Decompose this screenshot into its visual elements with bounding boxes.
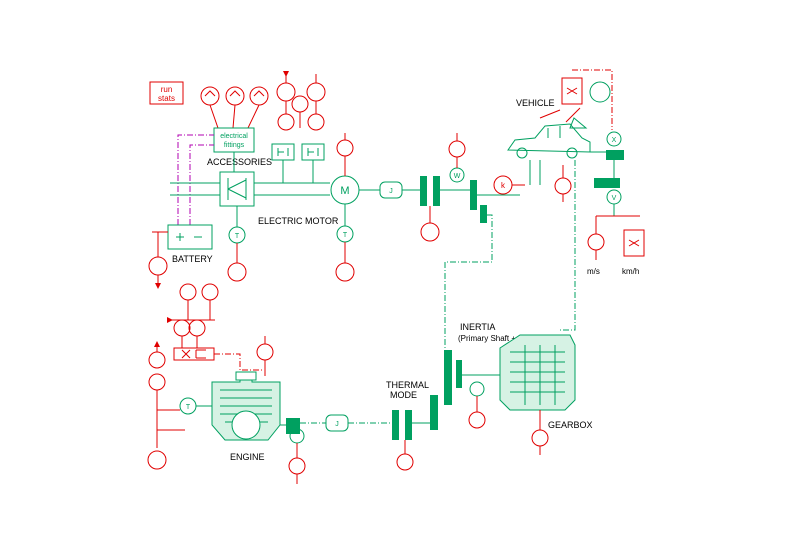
gear-pair-lower[interactable] [430, 350, 462, 430]
vehicle-slope-triangle [569, 117, 588, 129]
motor-torque-output [335, 262, 355, 282]
vehicle-axle [529, 160, 541, 185]
upper-to-lower-link [444, 214, 493, 360]
gear-pair-upper[interactable] [470, 180, 487, 223]
electric-motor-label: ELECTRIC MOTOR [258, 216, 339, 226]
run-stats-line1: run [161, 85, 173, 94]
motor-inertia[interactable]: J [379, 181, 403, 199]
electric-motor[interactable]: M [330, 175, 360, 205]
inertia-sublabel: (Primary Shaft + Motor Eq.) [458, 334, 556, 343]
speed-ms-sensor [587, 233, 605, 251]
electric-wire-1 [177, 134, 214, 225]
engine-left-links [156, 390, 185, 448]
motor-inertia-symbol: J [389, 188, 393, 195]
engine-control-sensors [167, 283, 219, 348]
vehicle-coupling [606, 150, 624, 160]
gearbox-command [531, 429, 549, 447]
vehicle-x-symbol: X [612, 137, 617, 144]
speed-ms-label: m/s [587, 267, 600, 276]
inverter-t-symbol: T [235, 233, 240, 240]
run-stats-line2: stats [158, 94, 175, 103]
inverter-gain-sensor [227, 262, 247, 282]
engine-top-sensor [256, 343, 274, 361]
vehicle-coupling-lower [594, 178, 620, 188]
engine-inertia-symbol: J [335, 421, 339, 428]
electrical-fittings-label1: electrical [220, 133, 248, 140]
run-stats-button[interactable]: run stats [149, 81, 184, 105]
engine-control-symbol [181, 349, 206, 359]
battery-label: BATTERY [172, 254, 213, 264]
battery-sensor [148, 256, 168, 276]
hc-blocks[interactable] [271, 143, 325, 161]
engine-block[interactable] [211, 371, 281, 441]
engine-throttle-input [148, 351, 166, 369]
vehicle-to-gearbox-link [560, 160, 576, 331]
electrical-fittings-label2: fittings [224, 142, 245, 149]
engine-speed-sensor [148, 373, 166, 391]
engine-t-symbol: T [186, 404, 191, 411]
thermal-mode-label2: MODE [390, 390, 417, 400]
inertia-label: INERTIA [460, 322, 495, 332]
speed-kmh-x [628, 239, 640, 247]
power-bus [170, 182, 330, 196]
inverter-block[interactable] [219, 171, 255, 207]
vehicle-wind-sensor [589, 81, 611, 103]
engine-flywheel [286, 418, 300, 434]
vehicle-position-link [572, 69, 613, 130]
thermal-clutch-command [396, 453, 414, 471]
vehicle-v-symbol: V [612, 195, 617, 202]
battery-sensor-link [152, 231, 168, 257]
speed-kmh-label: km/h [622, 267, 639, 276]
accessory-sensors [200, 74, 326, 131]
primary-shaft-output [468, 411, 486, 429]
primary-shaft-sensor [469, 381, 485, 397]
shaft-speed-output [448, 140, 466, 158]
electric-clutch[interactable] [420, 176, 440, 206]
vehicle-x-sensor [606, 131, 622, 147]
thermal-mode-label1: THERMAL [386, 380, 429, 390]
vehicle-display-x [566, 87, 578, 95]
engine-inertia[interactable]: J [325, 414, 349, 432]
k-symbol: k [501, 181, 506, 190]
gearbox-block[interactable] [499, 334, 576, 411]
battery-block[interactable] [167, 224, 213, 250]
clutch-command-sensor [420, 222, 440, 242]
engine-rpm-output [288, 457, 306, 475]
vehicle-aero-links [539, 107, 581, 123]
motor-command-sensor [336, 139, 354, 157]
electric-wire-2 [189, 144, 214, 225]
engine-label: ENGINE [230, 452, 265, 462]
vehicle-slope-sensor [554, 177, 572, 195]
accessories-label: ACCESSORIES [207, 157, 272, 167]
electrical-fittings-block[interactable]: electrical fittings [213, 127, 255, 153]
accessory-links [233, 152, 314, 183]
gearbox-label: GEARBOX [548, 420, 593, 430]
shaft-w-symbol: W [454, 173, 461, 180]
motor-symbol: M [340, 185, 349, 197]
vehicle-label: VEHICLE [516, 98, 555, 108]
engine-control-link [214, 353, 262, 371]
thermal-clutch[interactable] [392, 410, 412, 440]
vehicle-car[interactable] [507, 123, 591, 159]
motor-t-symbol: T [343, 232, 348, 239]
engine-gain-sensor [147, 450, 167, 470]
engine-control-block[interactable] [173, 347, 215, 361]
